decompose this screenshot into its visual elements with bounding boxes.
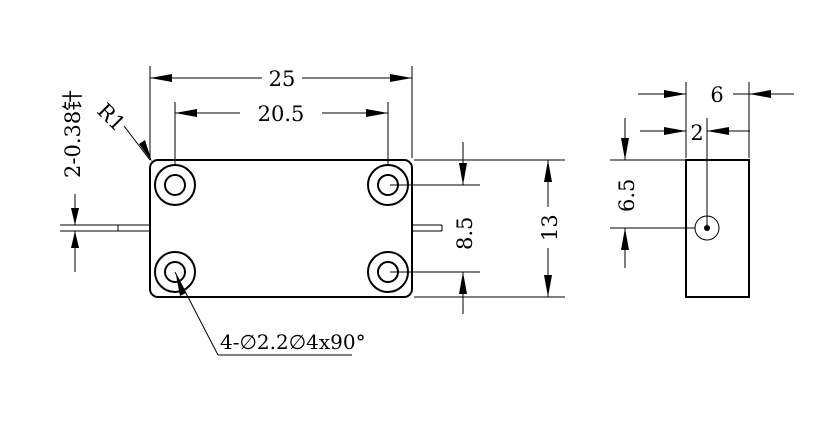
side-view: 6 2 6.5 [610, 82, 794, 298]
mounting-hole-bottom-left [154, 251, 196, 293]
dimension-side-pin-offset: 2 [640, 118, 750, 228]
dimension-overall-height: 13 [414, 159, 565, 298]
dimension-hole-spacing-y: 8.5 [390, 142, 480, 314]
dim-hole-spacing-y-label: 8.5 [453, 217, 477, 250]
dim-overall-height-label: 13 [538, 214, 562, 241]
front-view: 25 20.5 R1 2-0.38针 [60, 66, 565, 356]
dimension-hole-spacing-x: 20.5 [174, 102, 389, 164]
module-body [149, 159, 413, 298]
dimension-pin-spec: 2-0.38针 [60, 90, 118, 272]
dimension-side-width: 6 [638, 82, 794, 158]
hole-callout: 4-∅2.2∅4x90° [174, 271, 366, 356]
dim-overall-length-label: 25 [269, 67, 296, 91]
dim-pin-spec-label: 2-0.38针 [61, 90, 85, 178]
dim-side-width-label: 6 [710, 83, 723, 107]
right-pin [412, 224, 443, 232]
dim-side-pin-height-label: 6.5 [615, 179, 639, 212]
dimension-corner-radius: R1 [92, 99, 152, 162]
dim-side-pin-offset-label: 2 [690, 121, 703, 145]
dimension-overall-length: 25 [149, 66, 413, 158]
hole-callout-label: 4-∅2.2∅4x90° [220, 330, 366, 354]
mounting-hole-top-left [154, 164, 196, 206]
dim-hole-spacing-x-label: 20.5 [258, 102, 305, 126]
dimension-side-pin-height: 6.5 [610, 118, 695, 268]
left-pin [117, 224, 150, 232]
dim-corner-radius-label: R1 [92, 99, 130, 137]
